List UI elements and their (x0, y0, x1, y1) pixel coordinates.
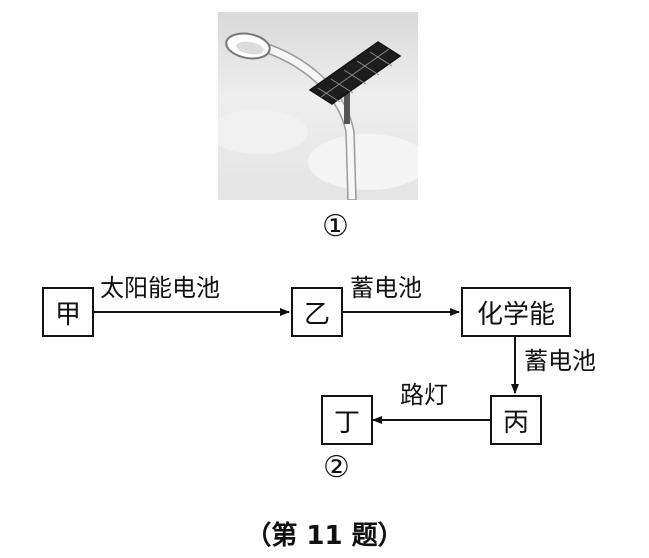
street-light-illustration (218, 32, 418, 200)
solar-street-light-photo (218, 12, 418, 200)
node-bing: 丙 (490, 395, 542, 445)
label-battery-2: 蓄电池 (524, 347, 596, 375)
label-battery-1: 蓄电池 (350, 274, 422, 302)
question-caption: （第 11 题） (245, 521, 404, 551)
light-pole (256, 41, 357, 200)
label-street-lamp: 路灯 (400, 381, 448, 409)
node-chemical-energy: 化学能 (461, 287, 571, 337)
figure-2-number: ② (323, 450, 350, 485)
node-jia: 甲 (42, 287, 94, 337)
node-ding: 丁 (321, 395, 373, 445)
figure-1-number: ① (322, 209, 349, 244)
label-solar-cell: 太阳能电池 (100, 274, 220, 302)
solar-panel (308, 41, 402, 105)
node-yi: 乙 (291, 287, 343, 337)
